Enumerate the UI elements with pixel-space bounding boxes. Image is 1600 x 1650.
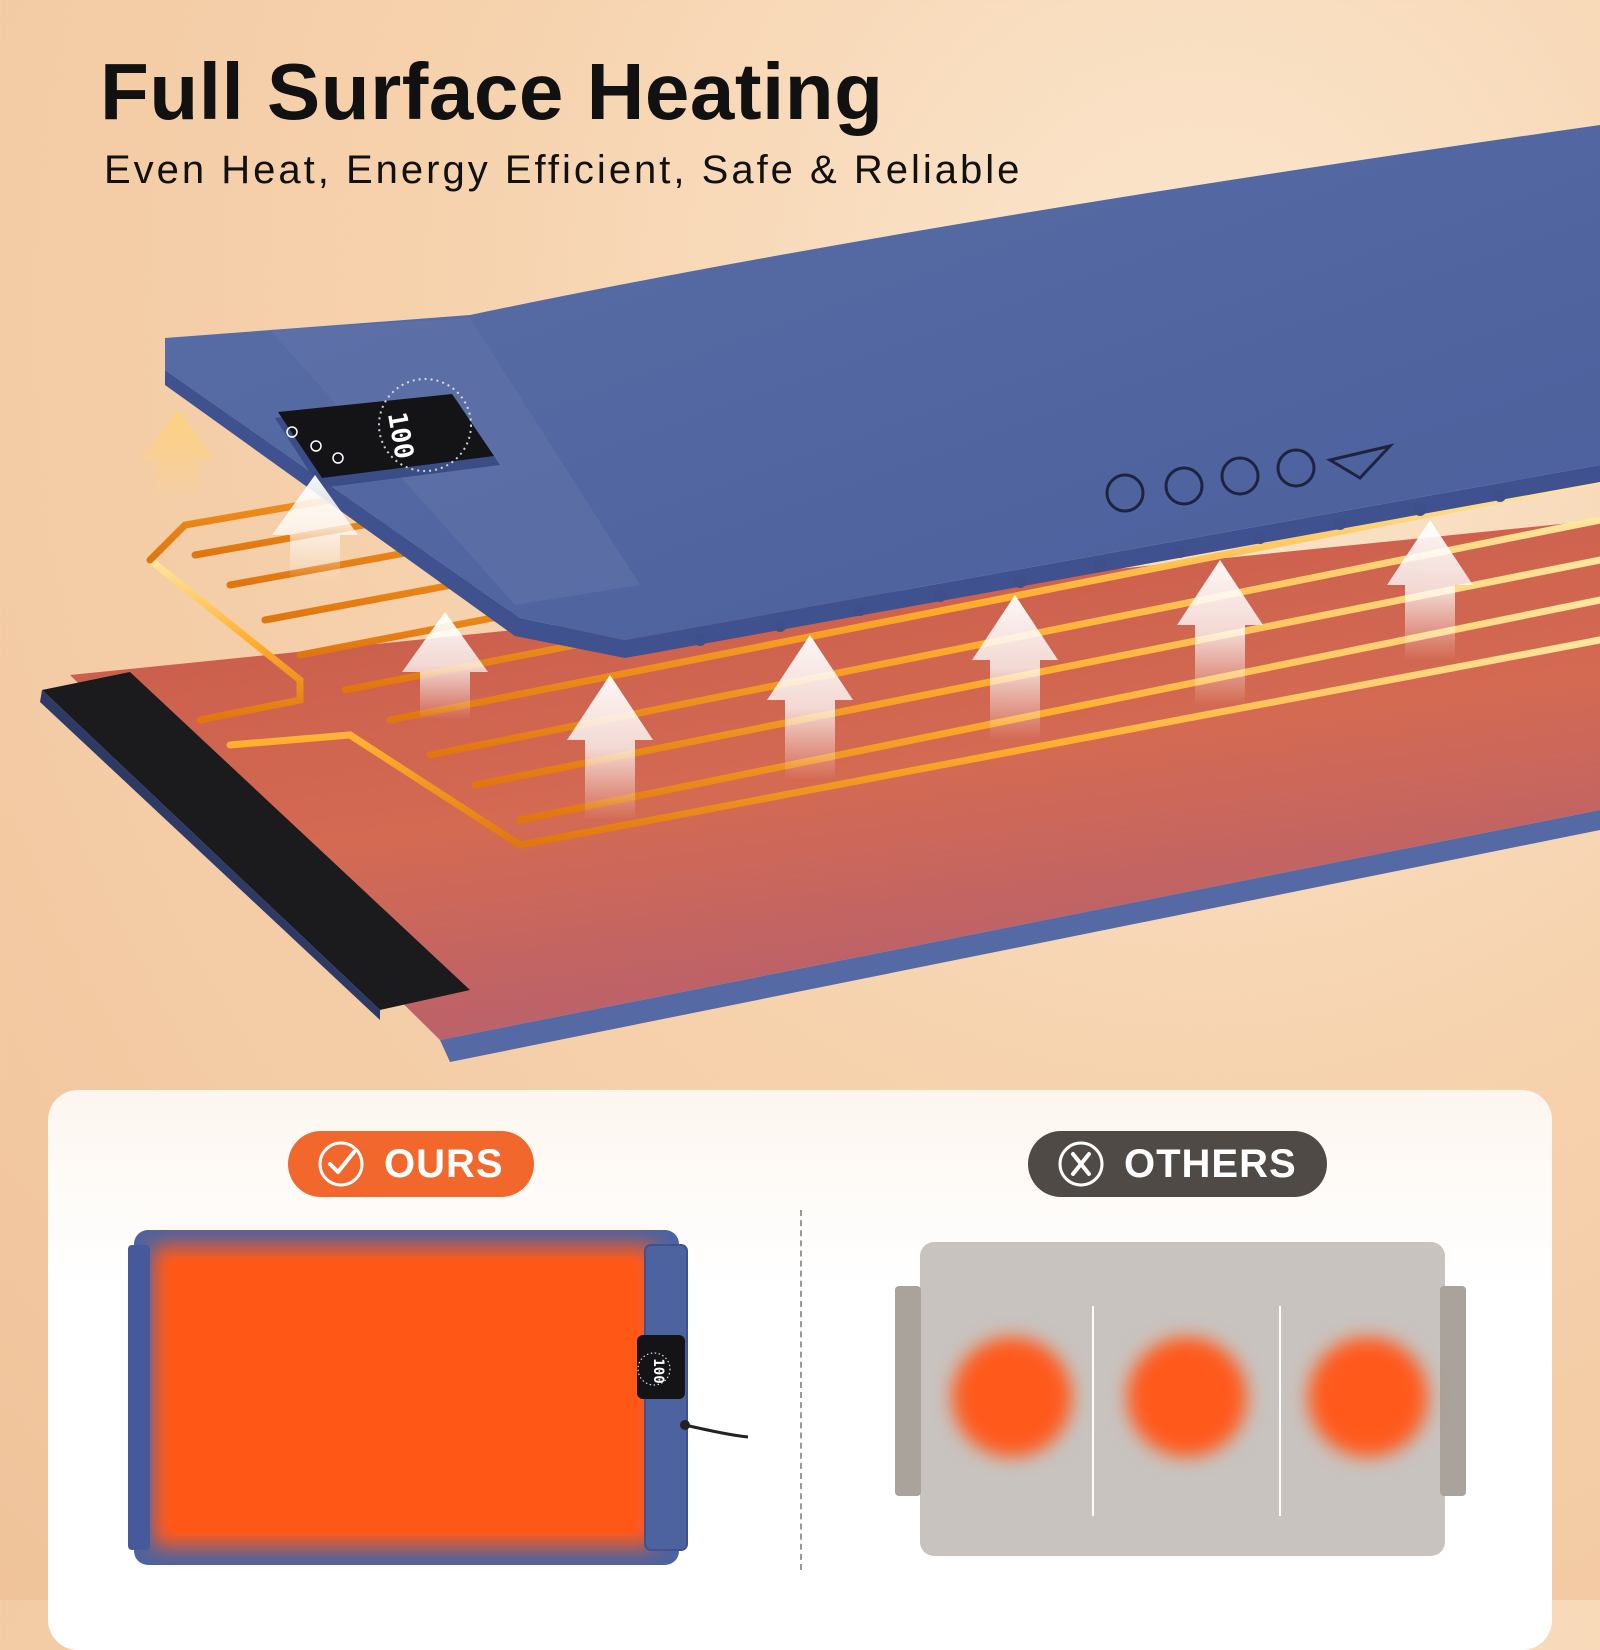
heat-arrow-icon bbox=[272, 475, 358, 580]
top-layer-mat: 100 bbox=[165, 125, 1600, 658]
heat-rising-arrows bbox=[140, 410, 1473, 820]
certification-marks bbox=[1105, 443, 1395, 513]
others-mat-illustration bbox=[895, 1242, 1466, 1556]
heat-icon bbox=[332, 452, 344, 464]
heat-arrow-icon bbox=[402, 612, 488, 720]
power-icon bbox=[286, 426, 298, 438]
others-label: OTHERS bbox=[1124, 1141, 1297, 1186]
heat-arrow-icon bbox=[567, 675, 653, 820]
power-cord bbox=[684, 1423, 749, 1439]
ours-badge: OURS bbox=[288, 1131, 534, 1197]
heat-arrow-icon bbox=[1177, 560, 1263, 705]
ghost-arrow-icon bbox=[140, 410, 216, 500]
heat-spot bbox=[1308, 1337, 1428, 1457]
heat-arrow-icon bbox=[1387, 520, 1473, 660]
x-circle-icon bbox=[1058, 1141, 1104, 1187]
page-subtitle: Even Heat, Energy Efficient, Safe & Reli… bbox=[104, 148, 1023, 192]
control-panel: 100 bbox=[275, 378, 500, 488]
heat-arrow-icon bbox=[767, 635, 853, 780]
heat-arrow-icon bbox=[972, 595, 1058, 740]
check-circle-icon bbox=[318, 1141, 364, 1187]
heat-spot bbox=[952, 1337, 1072, 1457]
others-badge: OTHERS bbox=[1028, 1131, 1327, 1197]
heat-spot bbox=[1127, 1337, 1247, 1457]
mini-temperature-display: 100 bbox=[650, 1358, 666, 1383]
mini-control-panel: 100 bbox=[637, 1335, 685, 1399]
timer-icon bbox=[310, 440, 322, 452]
ours-label: OURS bbox=[384, 1141, 504, 1186]
exploded-mat-illustration: 100 bbox=[40, 125, 1600, 1062]
page-title: Full Surface Heating bbox=[100, 47, 884, 136]
ours-mat-illustration: 100 bbox=[128, 1230, 749, 1565]
comparison-divider bbox=[800, 1210, 802, 1570]
